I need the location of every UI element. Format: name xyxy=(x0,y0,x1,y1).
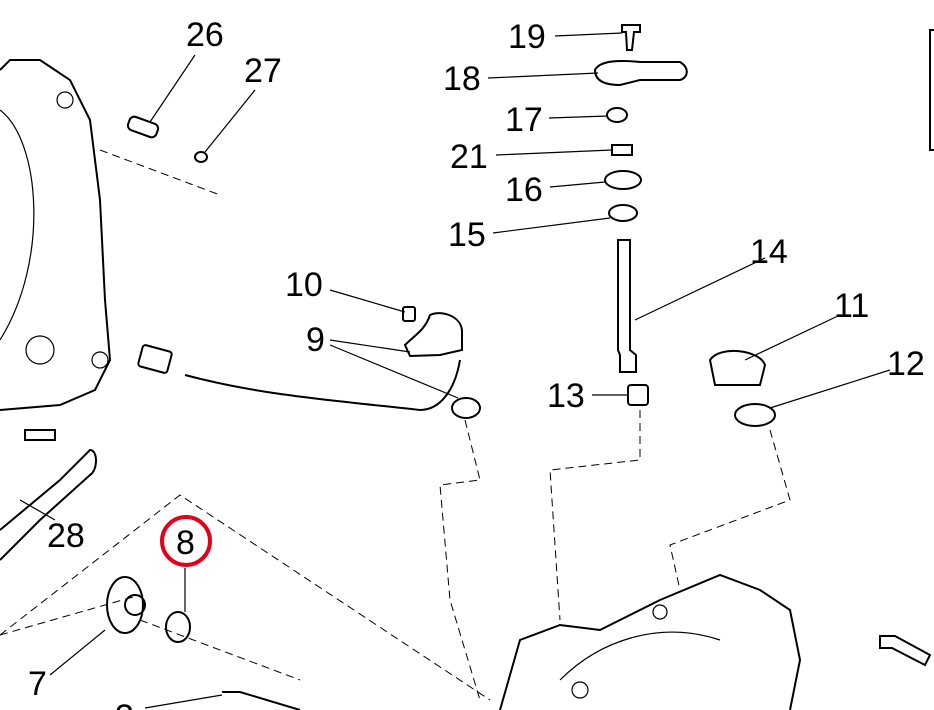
callout-10: 10 xyxy=(285,266,323,304)
right-housing-cover xyxy=(499,573,802,710)
parts xyxy=(0,24,932,710)
callout-11: 11 xyxy=(834,287,869,325)
leader-lines xyxy=(19,32,891,709)
callout-13: 13 xyxy=(547,377,585,415)
panel-edge xyxy=(929,29,934,151)
callout-17: 17 xyxy=(505,101,543,139)
callout-12: 12 xyxy=(887,345,925,383)
callout-21: 21 xyxy=(450,138,488,176)
callout-9: 9 xyxy=(306,321,325,359)
callouts: 26 27 19 18 17 21 16 15 14 10 9 11 12 13… xyxy=(28,16,925,710)
callout-3: 3 xyxy=(115,698,134,710)
highlight-circle xyxy=(160,515,212,567)
assembly-lines xyxy=(0,149,791,701)
callout-27: 27 xyxy=(244,52,282,90)
callout-19: 19 xyxy=(508,18,546,56)
callout-18: 18 xyxy=(443,60,481,98)
callout-28: 28 xyxy=(47,517,85,555)
callout-8[interactable]: 8 xyxy=(176,524,195,562)
callout-16: 16 xyxy=(505,171,543,209)
callout-7: 7 xyxy=(28,665,47,703)
callout-26: 26 xyxy=(186,16,224,54)
callout-15: 15 xyxy=(448,216,486,254)
callout-14: 14 xyxy=(750,233,788,271)
left-housing-cover xyxy=(0,59,112,411)
